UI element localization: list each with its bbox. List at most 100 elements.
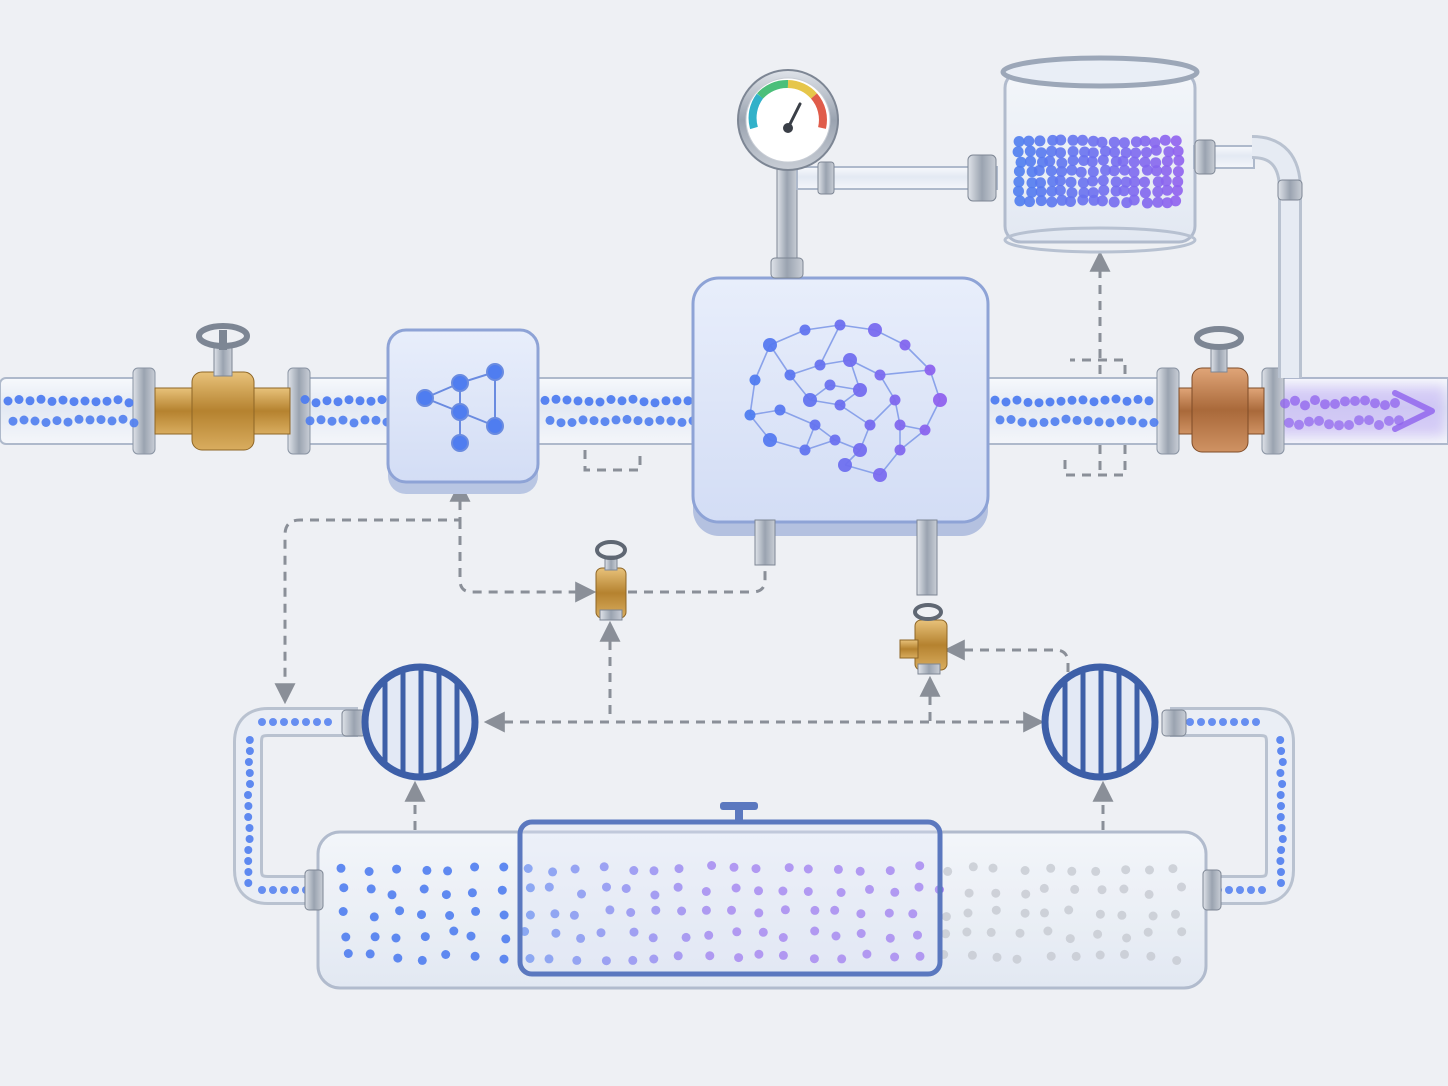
particle [1015, 156, 1027, 168]
particle [1117, 910, 1127, 920]
particle [865, 884, 874, 894]
particle [333, 397, 343, 407]
brain-link [749, 379, 756, 416]
particle [244, 868, 253, 876]
particle [344, 395, 354, 405]
particle [1040, 908, 1049, 918]
pressure-gauge-assembly [737, 69, 998, 279]
particle [1340, 396, 1350, 407]
particle [1056, 166, 1068, 177]
particle [1067, 146, 1079, 157]
particle [1046, 951, 1056, 961]
particle [417, 955, 427, 965]
particle [14, 395, 24, 404]
particle [1276, 791, 1285, 799]
particle [1151, 165, 1163, 177]
particle [1310, 395, 1320, 406]
particle [1087, 135, 1099, 147]
tank-particles [336, 861, 1187, 966]
particle [666, 416, 676, 426]
particle [763, 338, 777, 352]
particle [1054, 175, 1066, 187]
particle [885, 866, 895, 876]
particle [626, 908, 636, 917]
brain-link [869, 399, 896, 426]
particle [838, 458, 852, 472]
particle [1023, 135, 1035, 147]
brain-processor-box[interactable] [691, 276, 990, 596]
particle [1093, 929, 1103, 939]
particle [1067, 155, 1079, 166]
particle [577, 889, 586, 899]
particle [393, 953, 403, 963]
graph-processor-box[interactable] [386, 328, 540, 494]
particle [419, 884, 429, 894]
left-filter[interactable] [341, 663, 479, 781]
particle [1072, 415, 1082, 425]
particle [324, 718, 332, 726]
particle [584, 396, 594, 406]
particle [778, 933, 788, 942]
particle [551, 928, 561, 938]
tank-processing-chamber [517, 819, 943, 977]
particle [1152, 196, 1164, 208]
filter-grid-icon [1041, 663, 1159, 781]
particle [341, 932, 351, 942]
valve-handwheel-icon[interactable] [913, 603, 943, 621]
particle [648, 933, 658, 943]
right-filter[interactable] [1041, 663, 1187, 781]
particle [1122, 933, 1132, 943]
particle [338, 415, 348, 425]
particle [1276, 736, 1285, 744]
particle [107, 416, 117, 426]
particle [1087, 147, 1099, 159]
particle [1096, 136, 1108, 148]
particle [1370, 398, 1380, 409]
particle [69, 397, 79, 407]
particle [1075, 166, 1087, 178]
particle [1150, 157, 1162, 169]
particle [1020, 866, 1030, 875]
brain-link [904, 344, 931, 371]
brain-network-icon [744, 319, 947, 482]
particle [343, 949, 353, 958]
particle [622, 414, 632, 424]
particle [1300, 400, 1310, 411]
particle [1330, 399, 1340, 409]
particle [1110, 185, 1122, 197]
particle [1039, 417, 1049, 427]
particle [1141, 164, 1153, 176]
outlet-valve[interactable] [1178, 326, 1265, 453]
valve-handwheel-icon[interactable] [1194, 326, 1244, 350]
inlet-valve[interactable] [154, 323, 291, 451]
particle [417, 910, 426, 920]
particle [1017, 417, 1027, 427]
particle [244, 802, 253, 810]
control-valve-right[interactable] [899, 603, 948, 675]
particle [1294, 419, 1304, 430]
valve-handwheel-icon[interactable] [595, 540, 627, 560]
particle [1277, 879, 1285, 887]
particle [1110, 176, 1122, 188]
particle [1015, 928, 1025, 938]
particle [1360, 395, 1370, 406]
particle [1149, 418, 1159, 427]
particle [441, 950, 451, 959]
particle [1046, 863, 1056, 873]
particle [1056, 396, 1066, 406]
particle [1128, 194, 1140, 206]
flange [1156, 367, 1180, 455]
particle [824, 379, 836, 391]
particle [763, 433, 777, 447]
particle [392, 864, 402, 874]
particle [1290, 395, 1300, 406]
particle [628, 955, 638, 965]
valve-handwheel-icon[interactable] [196, 323, 250, 350]
control-valve-center[interactable] [595, 540, 627, 621]
particle [1096, 195, 1108, 207]
particle [915, 861, 925, 871]
particle [1035, 186, 1047, 198]
particle [567, 418, 577, 427]
particle [890, 952, 900, 962]
particle [1374, 420, 1384, 430]
